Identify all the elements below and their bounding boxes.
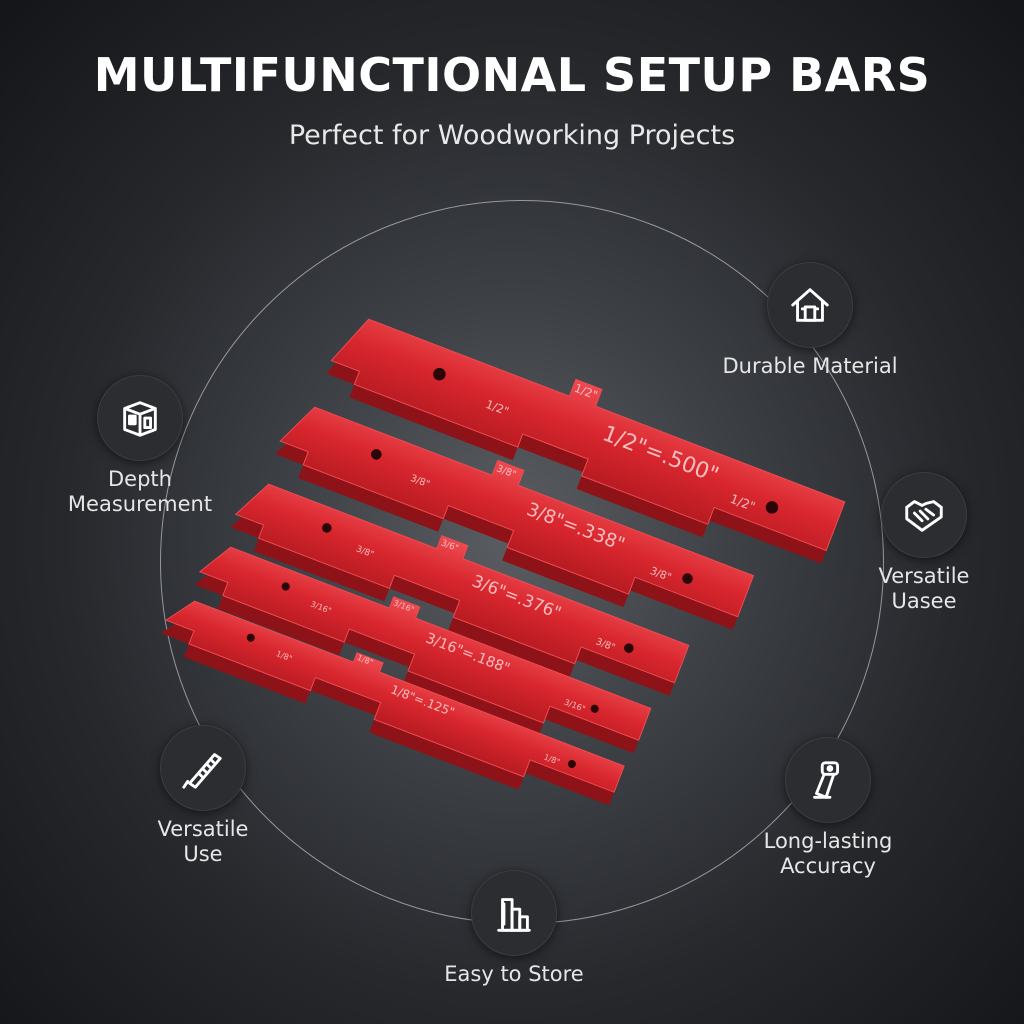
feature-easy-to-store: Easy to Store — [394, 870, 634, 987]
bar-hole — [281, 582, 290, 591]
feature-label: Easy to Store — [444, 962, 584, 986]
feature-label: Use — [183, 842, 223, 866]
feature-label: Durable Material — [722, 354, 898, 378]
feature-versatile-use-left: Versatile Use — [83, 725, 323, 867]
page-title: MULTIFUNCTIONAL SETUP BARS — [93, 48, 931, 102]
bar-top-face — [279, 406, 755, 618]
feature-badge — [881, 472, 967, 558]
dial-icon — [813, 761, 840, 799]
feature-badge — [785, 737, 871, 823]
bar-top-face — [234, 483, 690, 684]
bar-hole — [371, 449, 382, 460]
bar-top-face — [164, 600, 625, 793]
bar-hole — [433, 367, 446, 381]
bar-hole — [765, 501, 779, 514]
feature-badge — [160, 725, 246, 811]
storage-icon — [497, 898, 531, 932]
saw-icon — [182, 753, 222, 789]
bar-top-face — [330, 318, 846, 552]
handshake-icon — [905, 500, 943, 532]
feature-label: Depth — [108, 467, 172, 491]
setup-bar: 3/6"=.376"3/6"3/8"3/8" — [230, 483, 690, 696]
feature-label: Long-lasting — [763, 829, 893, 853]
setup-bar: 1/8"=.125"1/8"1/8"1/8" — [160, 600, 625, 806]
feature-label: Uasee — [891, 589, 957, 613]
feature-versatile-use-right: Versatile Uasee — [804, 472, 1024, 614]
house-icon — [791, 288, 829, 322]
bar-hole — [567, 759, 576, 768]
feature-depth-measurement: Depth Measurement — [20, 375, 260, 517]
feature-badge — [97, 375, 183, 461]
bar-hole — [322, 523, 332, 533]
feature-label: Versatile — [878, 564, 970, 588]
page-subtitle: Perfect for Woodworking Projects — [288, 120, 736, 151]
feature-badge — [767, 262, 853, 348]
setup-bar: 1/2"=.500"1/2"1/2"1/2" — [326, 318, 846, 564]
bar-hole — [246, 633, 255, 642]
box-icon — [123, 401, 157, 437]
bar-top-face — [198, 546, 652, 741]
feature-label: Versatile — [157, 817, 249, 841]
bar-hole — [590, 704, 599, 713]
feature-durable-material: Durable Material — [690, 262, 930, 379]
setup-bar: 3/16"=.188"3/16"3/16"3/16" — [194, 546, 652, 754]
feature-label: Accuracy — [780, 854, 876, 878]
feature-badge — [471, 870, 557, 956]
bar-hole — [682, 573, 693, 584]
bar-hole — [624, 643, 634, 653]
feature-long-lasting-accuracy: Long-lasting Accuracy — [708, 737, 948, 879]
feature-label: Measurement — [67, 492, 213, 516]
